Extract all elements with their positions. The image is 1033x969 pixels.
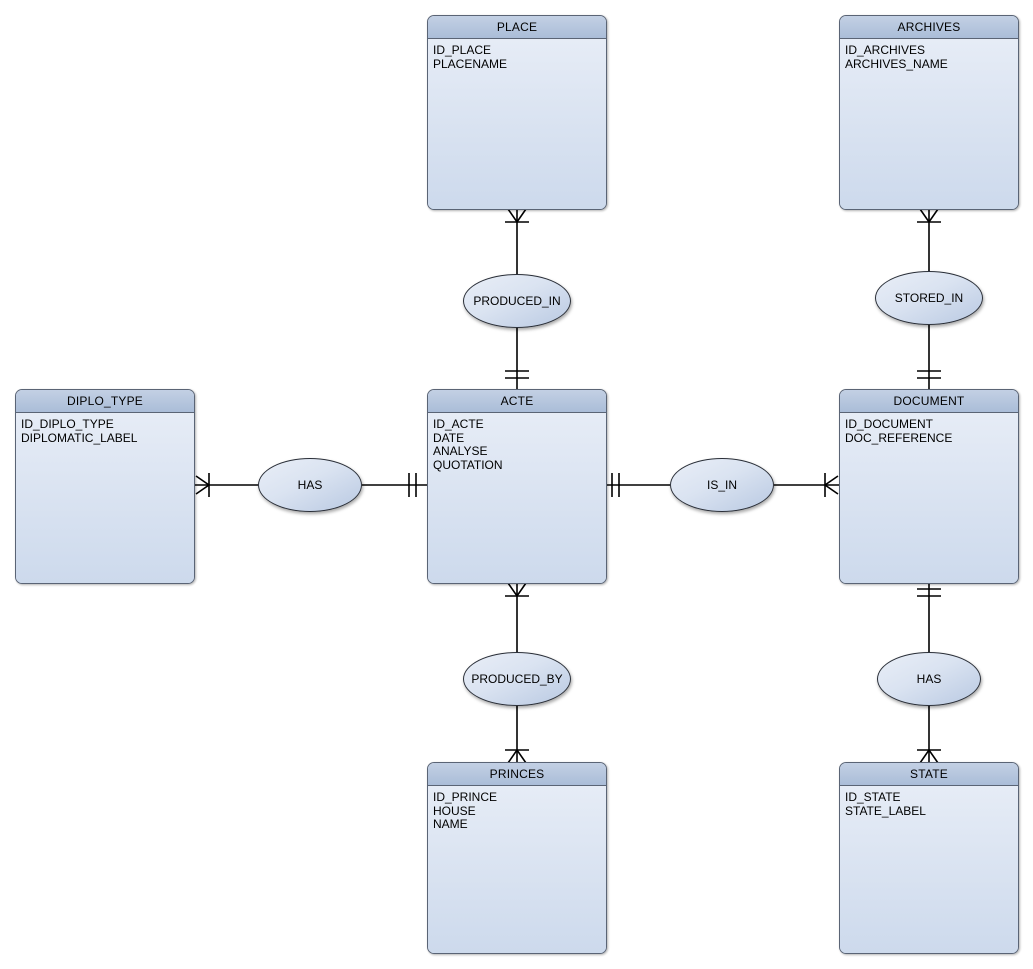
relationship-produced-by-label: PRODUCED_BY xyxy=(471,672,563,686)
entity-place-title: PLACE xyxy=(428,16,606,39)
entity-archives[interactable]: ARCHIVES ID_ARCHIVES ARCHIVES_NAME xyxy=(839,15,1019,210)
attribute: QUOTATION xyxy=(433,457,503,472)
relationship-has-diplo[interactable]: HAS xyxy=(258,458,362,512)
entity-princes[interactable]: PRINCES ID_PRINCE HOUSE NAME xyxy=(427,762,607,954)
relationship-stored-in-label: STORED_IN xyxy=(894,291,964,305)
relationship-produced-in[interactable]: PRODUCED_IN xyxy=(463,274,571,328)
entity-state[interactable]: STATE ID_STATE STATE_LABEL xyxy=(839,762,1019,954)
entity-archives-title: ARCHIVES xyxy=(840,16,1018,39)
relationship-produced-in-label: PRODUCED_IN xyxy=(473,294,561,308)
entity-diplo-type-attributes: ID_DIPLO_TYPE DIPLOMATIC_LABEL xyxy=(16,413,194,583)
relationship-has-state[interactable]: HAS xyxy=(877,652,981,706)
attribute: PLACENAME xyxy=(433,56,508,71)
relationship-is-in[interactable]: IS_IN xyxy=(670,458,774,512)
attribute: HOUSE xyxy=(433,803,476,818)
entity-state-attributes: ID_STATE STATE_LABEL xyxy=(840,786,1018,953)
attribute: ID_ARCHIVES xyxy=(845,43,926,57)
attribute: ANALYSE xyxy=(433,444,488,459)
entity-document-attributes: ID_DOCUMENT DOC_REFERENCE xyxy=(840,413,1018,583)
entity-acte[interactable]: ACTE ID_ACTE DATE ANALYSE QUOTATION xyxy=(427,389,607,584)
attribute: ARCHIVES_NAME xyxy=(845,56,948,71)
attribute: ID_PRINCE xyxy=(433,790,498,804)
attribute: ID_DOCUMENT xyxy=(845,417,934,431)
entity-place[interactable]: PLACE ID_PLACE PLACENAME xyxy=(427,15,607,210)
attribute: NAME xyxy=(433,817,468,832)
entity-archives-attributes: ID_ARCHIVES ARCHIVES_NAME xyxy=(840,39,1018,209)
attribute: ID_ACTE xyxy=(433,417,484,431)
attribute: DATE xyxy=(433,430,465,445)
entity-state-title: STATE xyxy=(840,763,1018,786)
attribute: ID_PLACE xyxy=(433,43,492,57)
entity-princes-attributes: ID_PRINCE HOUSE NAME xyxy=(428,786,606,953)
entity-place-attributes: ID_PLACE PLACENAME xyxy=(428,39,606,209)
entity-diplo-type-title: DIPLO_TYPE xyxy=(16,390,194,413)
attribute: DOC_REFERENCE xyxy=(845,430,953,445)
relationship-has-diplo-label: HAS xyxy=(297,478,323,492)
attribute: DIPLOMATIC_LABEL xyxy=(21,430,138,445)
relationship-is-in-label: IS_IN xyxy=(706,478,737,492)
attribute: ID_DIPLO_TYPE xyxy=(21,417,114,431)
entity-document-title: DOCUMENT xyxy=(840,390,1018,413)
relationship-has-state-label: HAS xyxy=(916,672,942,686)
entity-document[interactable]: DOCUMENT ID_DOCUMENT DOC_REFERENCE xyxy=(839,389,1019,584)
entity-princes-title: PRINCES xyxy=(428,763,606,786)
attribute: STATE_LABEL xyxy=(845,803,926,818)
entity-diplo-type[interactable]: DIPLO_TYPE ID_DIPLO_TYPE DIPLOMATIC_LABE… xyxy=(15,389,195,584)
attribute: ID_STATE xyxy=(845,790,901,804)
entity-acte-attributes: ID_ACTE DATE ANALYSE QUOTATION xyxy=(428,413,606,583)
relationship-produced-by[interactable]: PRODUCED_BY xyxy=(463,652,571,706)
entity-acte-title: ACTE xyxy=(428,390,606,413)
relationship-stored-in[interactable]: STORED_IN xyxy=(875,271,983,325)
